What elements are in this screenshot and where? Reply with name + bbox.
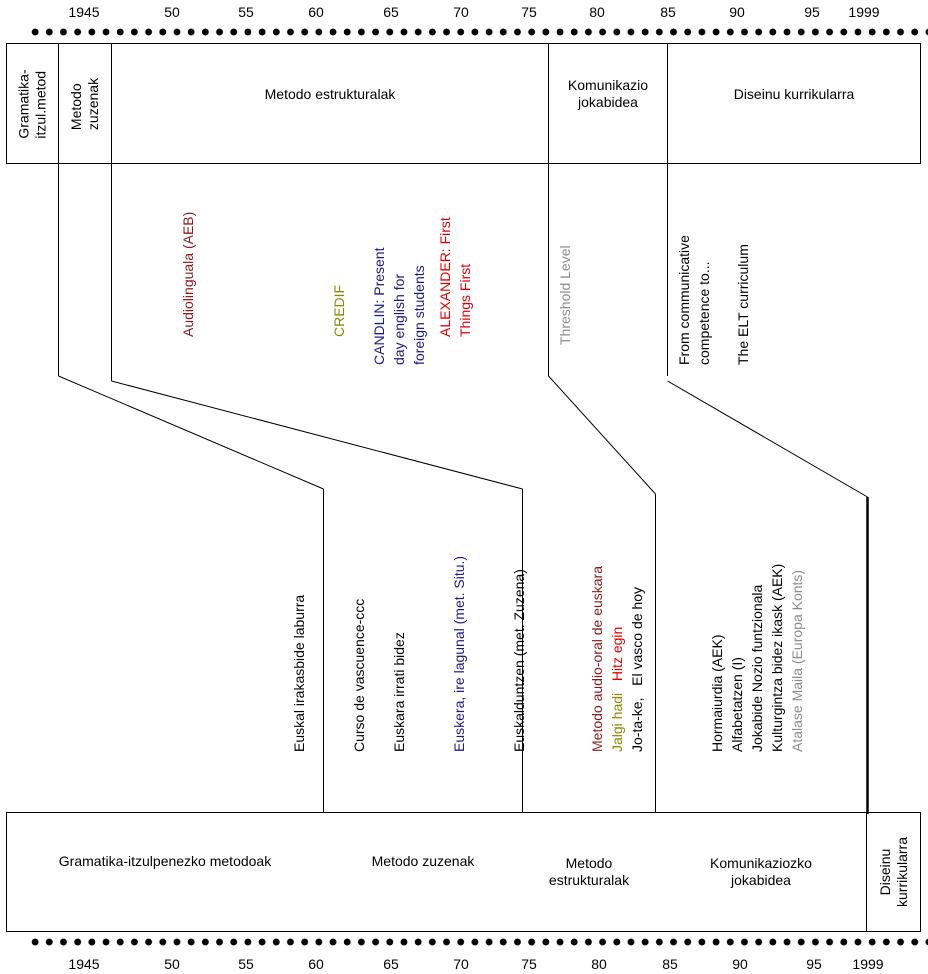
work-elt-curriculum: The ELT curriculum [735, 244, 751, 365]
bottom-axis-tick: 50 [164, 956, 180, 972]
top-dotted-rule [28, 28, 928, 36]
bottom-axis-tick: 55 [238, 956, 254, 972]
bottom-axis-tick: 1999 [852, 956, 884, 972]
top-header-gramatika: Gramatika- itzul.metod [15, 68, 49, 139]
work-euskalduntzen: Euskalduntzen (met. Zuzena) [511, 569, 527, 752]
top-axis-tick: 55 [238, 4, 254, 20]
top-axis-tick: 70 [453, 4, 469, 20]
top-axis-tick: 65 [383, 4, 399, 20]
top-header-komunikazio: Komunikazio jokabidea [567, 77, 649, 110]
work-threshold-level: Threshold Level [557, 245, 573, 345]
bottom-header-diseinu: Diseinu kurrikularra [876, 836, 910, 908]
bottom-header-komunikaziozko: Komunikaziozko jokabidea [710, 855, 812, 888]
top-axis-tick: 90 [729, 4, 745, 20]
work-curso-vascuence: Curso de vascuence-ccc [351, 598, 367, 752]
work-hormaiurdia: Hormaiurdia (AEK) Alfabetatzen (I) Jokab… [709, 563, 805, 752]
bottom-axis-tick: 90 [732, 956, 748, 972]
bottom-axis-tick: 85 [662, 956, 678, 972]
work-audiolinguala: Audiolinguala (AEB) [180, 211, 196, 337]
bottom-dotted-rule [28, 938, 928, 946]
top-axis-tick: 1945 [68, 4, 100, 20]
top-axis-tick: 95 [804, 4, 820, 20]
bottom-axis-tick: 1945 [68, 956, 100, 972]
bottom-header-metodo-estrukturalak: Metodo estrukturalak [548, 855, 630, 888]
work-euskera-ire-laguna: Euskera, ire lagunal (met. Situ.) [451, 555, 467, 752]
top-header-box [6, 43, 921, 164]
connector-line [111, 380, 523, 490]
top-header-metodo-estrukturalak: Metodo estrukturalak [264, 85, 396, 102]
bottom-axis-tick: 95 [806, 956, 822, 972]
bottom-header-box [6, 812, 921, 932]
connector-line [667, 380, 868, 498]
top-axis-tick: 60 [308, 4, 324, 20]
top-axis-tick: 50 [164, 4, 180, 20]
top-axis-tick: 75 [521, 4, 537, 20]
bottom-header-metodo-zuzenak: Metodo zuzenak [371, 852, 475, 869]
work-candlin: CANDLIN: Present day english for foreign… [371, 247, 427, 365]
work-from-communicative: From communicative competence to... [676, 235, 712, 365]
connector-line [548, 375, 656, 495]
work-euskal-irakasbide: Euskal irakasbide laburra [291, 594, 307, 752]
top-axis-tick: 80 [589, 4, 605, 20]
work-credif: CREDIF [331, 284, 347, 337]
work-euskara-irrati: Euskara irrati bidez [391, 632, 407, 752]
bottom-axis-tick: 65 [383, 956, 399, 972]
bottom-axis-tick: 80 [591, 956, 607, 972]
bottom-axis-tick: 75 [521, 956, 537, 972]
top-header-diseinu: Diseinu kurrikularra [733, 85, 855, 102]
top-header-metodo-zuzenak: Metodo zuzenak [68, 77, 101, 130]
top-axis-tick: 85 [660, 4, 676, 20]
work-metodo-audio-oral: Metodo audio-oral de euskara Jalgi hadi … [589, 565, 645, 752]
bottom-axis-tick: 60 [308, 956, 324, 972]
connector-line [58, 375, 324, 490]
work-alexander: ALEXANDER: First Things First [437, 217, 473, 337]
bottom-axis-tick: 70 [453, 956, 469, 972]
top-axis-tick: 1999 [848, 4, 880, 20]
bottom-header-gramatika: Gramatika-itzulpenezko metodoak [58, 852, 272, 869]
